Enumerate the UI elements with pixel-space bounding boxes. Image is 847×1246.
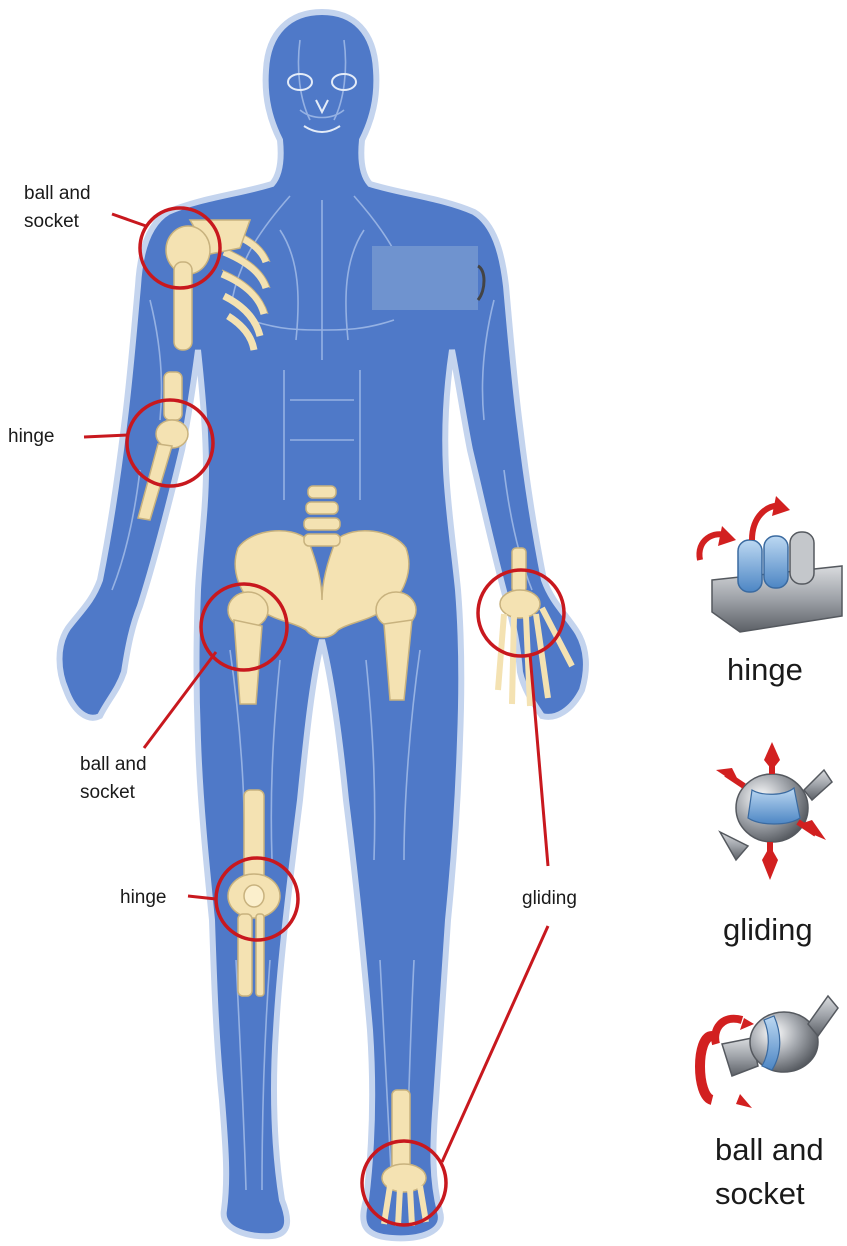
shoulder-leader-line: [112, 214, 146, 226]
elbow-leader-line: [84, 435, 128, 437]
joint-type-legend: hinge gliding: [699, 496, 842, 1211]
knee-joint-label: hinge: [120, 887, 167, 908]
hinge-legend-label: hinge: [727, 652, 803, 687]
gliding-joint-icon: [716, 742, 832, 880]
thigh-bone-lower: [244, 790, 264, 880]
humerus-bone: [174, 262, 192, 350]
hip-joint-label: ball and socket: [80, 754, 152, 803]
tibia-bone: [238, 914, 252, 996]
blank-label-patch: [372, 246, 478, 310]
fibula-bone: [256, 914, 264, 996]
patella-bone: [244, 885, 264, 907]
gliding-joint-label: gliding: [522, 888, 577, 909]
hinge-joint-icon: [699, 496, 842, 632]
ball-and-socket-legend-label: ball and socket: [715, 1132, 832, 1211]
ball-and-socket-joint-icon: [700, 996, 838, 1108]
elbow-joint-label: hinge: [8, 426, 55, 447]
forearm-bone-upper: [164, 372, 182, 420]
gliding-legend-label: gliding: [723, 912, 813, 947]
shoulder-joint-label: ball and socket: [24, 183, 96, 232]
ankle-leader-line: [442, 926, 548, 1162]
